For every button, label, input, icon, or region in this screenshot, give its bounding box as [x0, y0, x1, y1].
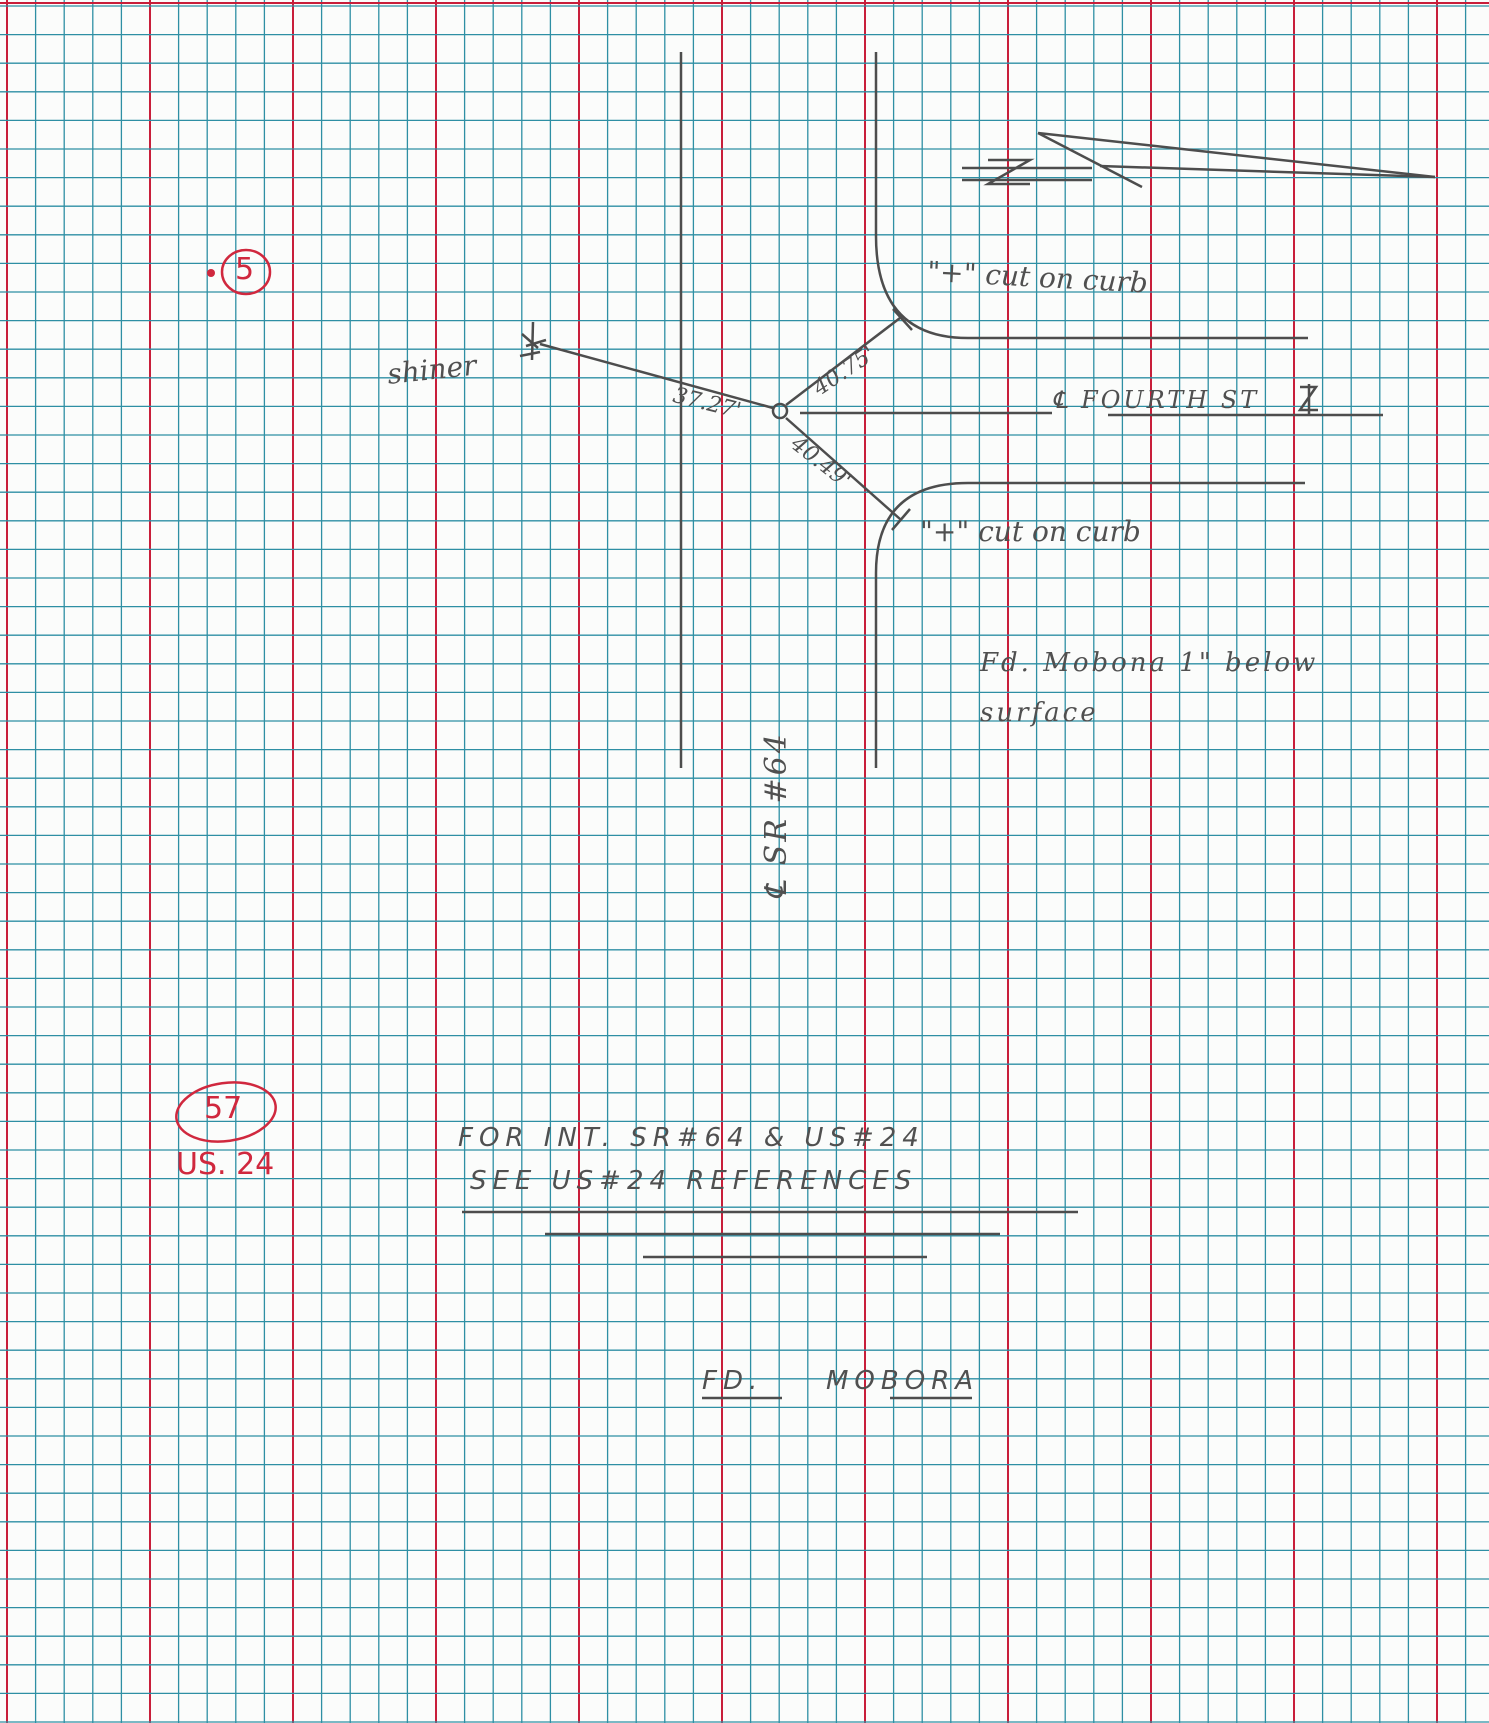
cut-on-curb-south: "+" cut on curb: [920, 515, 1141, 548]
north-curb-return: [874, 235, 1308, 340]
mark-57: 57: [204, 1091, 243, 1126]
fd-label: FD.: [702, 1366, 764, 1396]
red-dot: [207, 269, 215, 277]
tie-mark-north: [892, 308, 913, 331]
sr64-centerline-label: ℄ SR #64: [759, 731, 794, 900]
found-mobona-line1: Fd. Mobona 1" below: [980, 648, 1319, 678]
fourth-st-label: ℄ FOURTH ST: [1052, 386, 1260, 414]
red-circle-5: [220, 248, 272, 296]
mobora-label: MOBORA: [826, 1366, 980, 1396]
tie-line-to-north-curb: [785, 317, 901, 406]
tie-line-to-shiner: [539, 342, 774, 410]
tie-line-to-south-curb: [785, 417, 901, 520]
found-mobona-line2: surface: [980, 698, 1099, 728]
north-arrow-icon: [962, 131, 1436, 189]
us24-label: US. 24: [176, 1147, 275, 1182]
survey-point-marker: [771, 402, 789, 420]
mark-5: 5: [235, 252, 255, 287]
shiner-centerline-symbol-icon: [519, 321, 547, 361]
fourth-st-centerline-end-icon: [1297, 384, 1319, 414]
note-intersection: FOR INT. SR#64 & US#24: [458, 1123, 925, 1153]
note-see-references: SEE US#24 REFERENCES: [470, 1166, 918, 1196]
red-circle-57: [175, 1081, 277, 1143]
south-curb-return: [874, 481, 1305, 574]
tie-mark-south: [891, 508, 911, 531]
